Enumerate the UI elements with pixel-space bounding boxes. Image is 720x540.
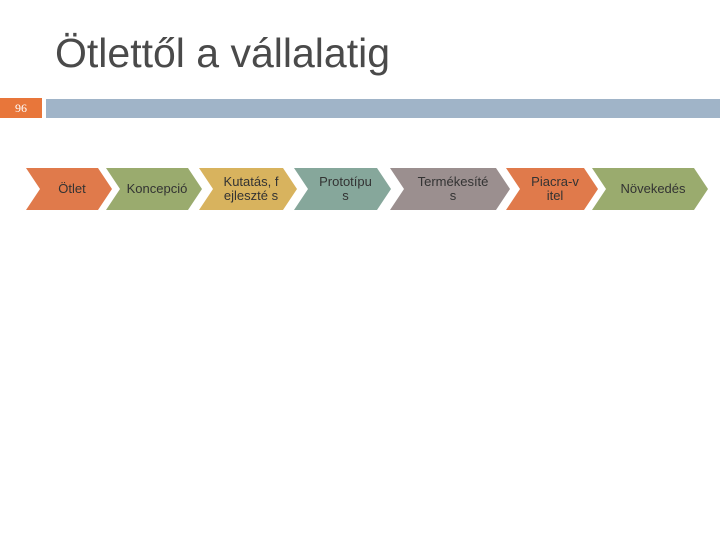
header-divider-bar [46,99,720,118]
process-step-label: Piacra-vitel [531,174,579,203]
process-step-koncepcio[interactable]: Koncepció [106,168,202,210]
process-chevron-flow: Ötlet Koncepció Kutatás, fejleszté s Pro… [0,168,720,212]
slide-title: Ötlettől a vállalatig [55,30,391,76]
process-step-kutatas-fejlesztes[interactable]: Kutatás, fejleszté s [199,168,297,210]
process-step-label: Prototípu s [319,174,372,203]
process-step-termekesites[interactable]: Termékesíté s [390,168,510,210]
process-step-prototipus[interactable]: Prototípu s [294,168,391,210]
process-step-novekedes[interactable]: Növekedés [592,168,708,210]
page-number-badge: 96 [0,98,42,118]
process-step-label: Kutatás, fejleszté s [223,174,279,203]
process-step-otlet[interactable]: Ötlet [26,168,112,210]
process-step-piacravitel[interactable]: Piacra-vitel [506,168,598,210]
process-step-label: Koncepció [126,181,188,196]
process-step-label: Növekedés [620,181,686,196]
process-step-label: Termékesíté s [417,174,489,203]
process-step-label: Ötlet [58,181,86,196]
